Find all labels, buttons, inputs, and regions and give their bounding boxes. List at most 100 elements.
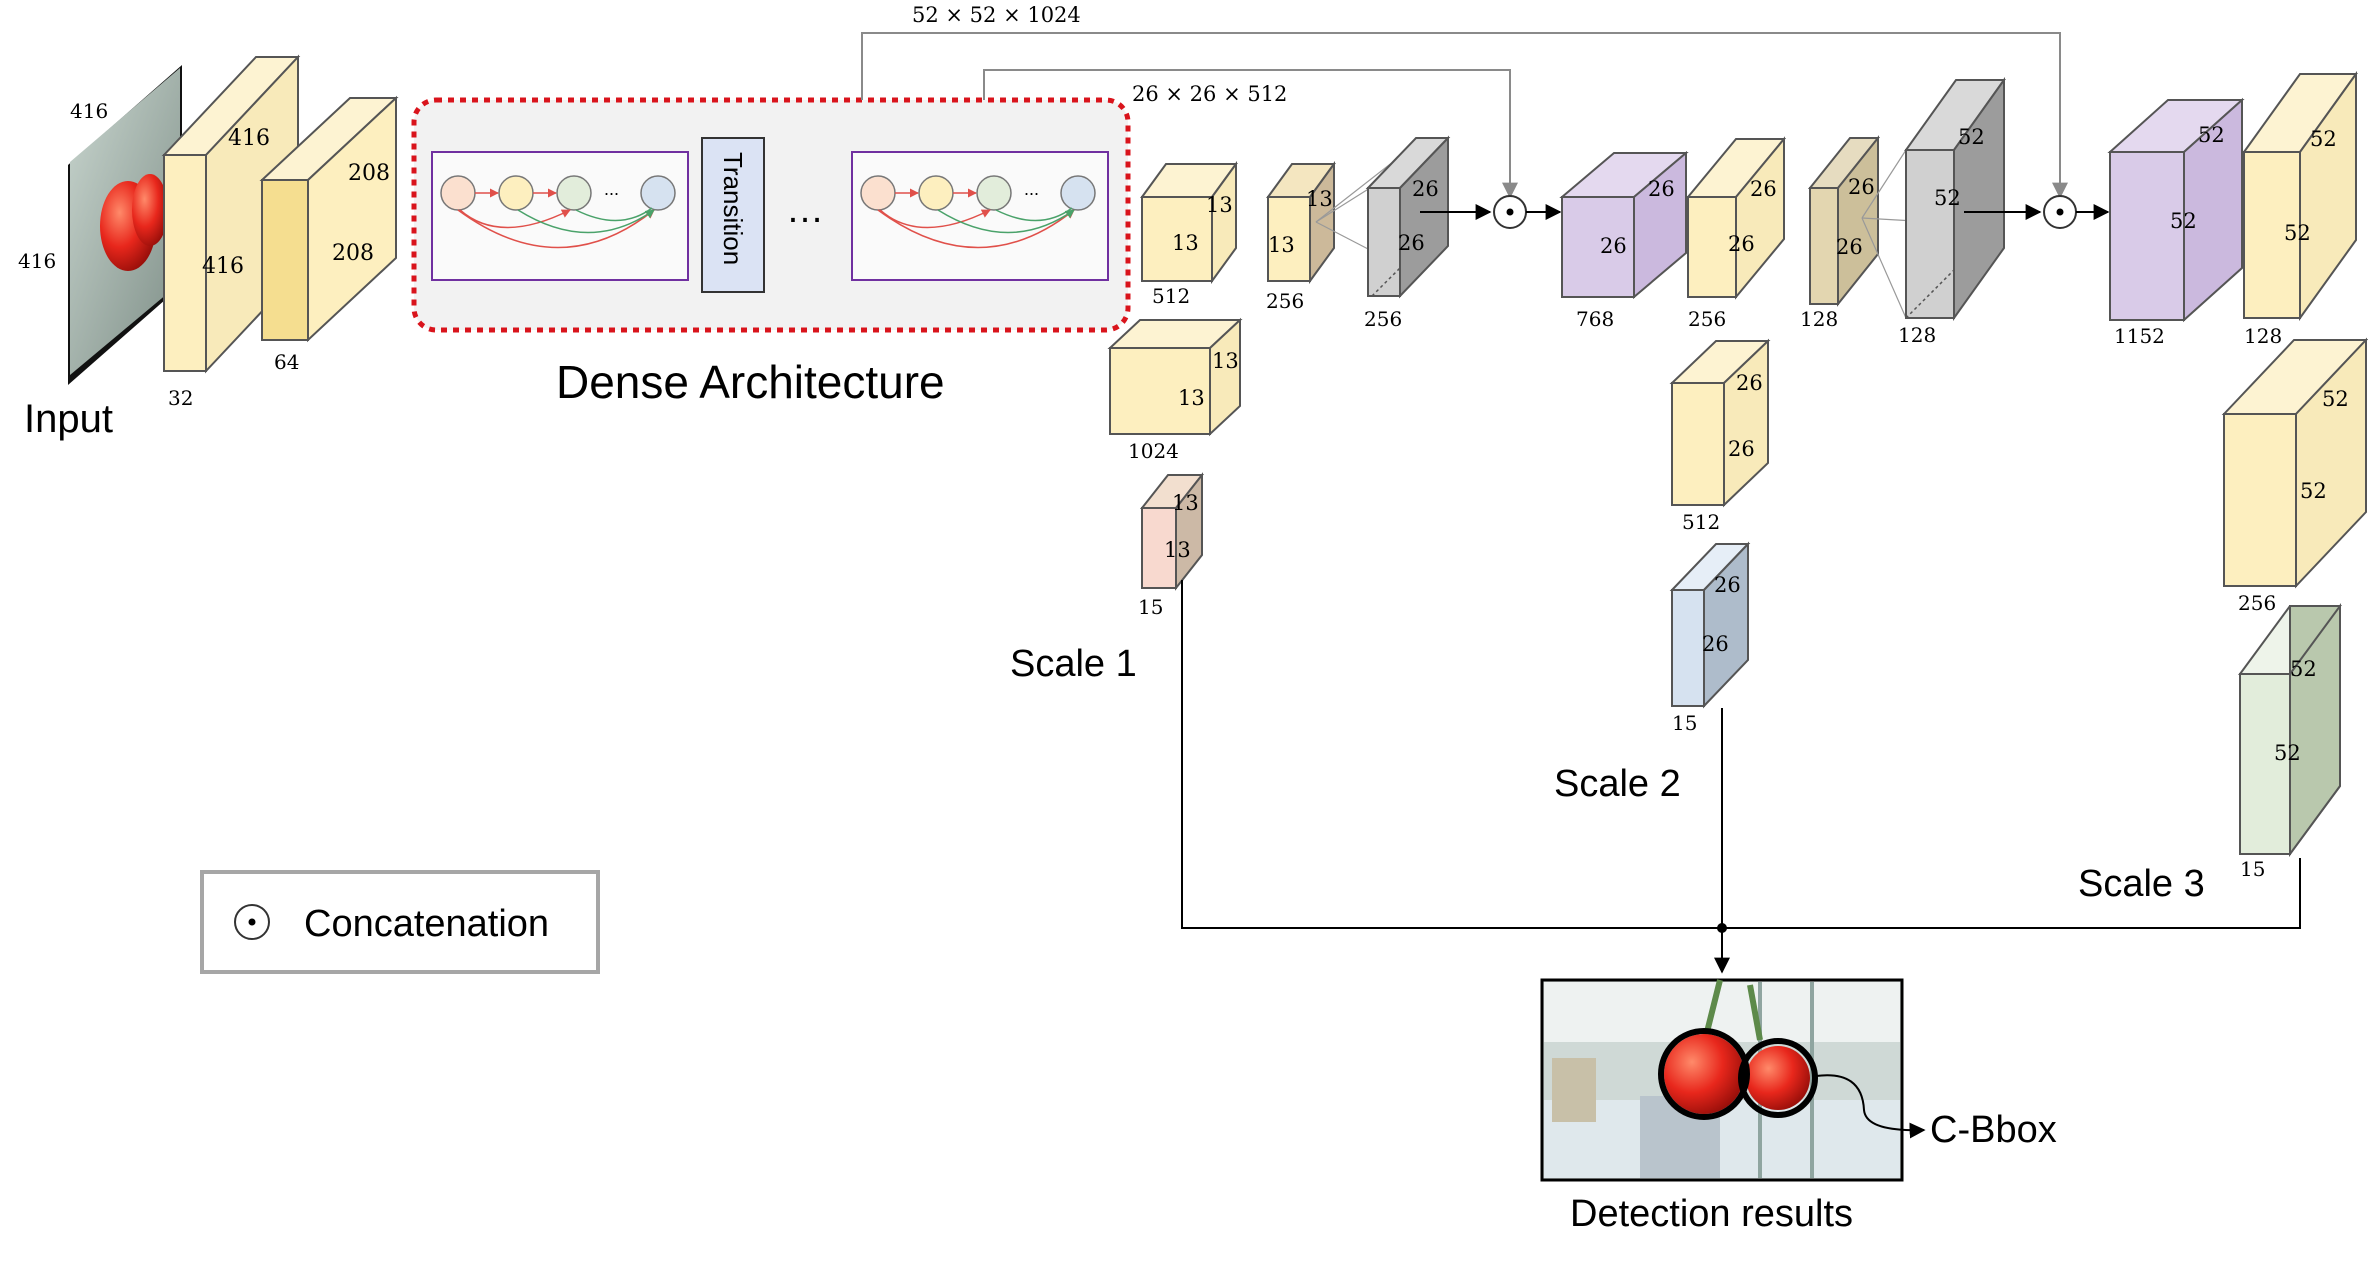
- scale3-256-size-top: 52: [2322, 387, 2349, 411]
- scale3-128-size-top: 52: [2310, 127, 2337, 151]
- scale3-15-size-top: 52: [2290, 657, 2317, 681]
- scale3-block-128: [2242, 70, 2358, 322]
- scale1-512-size-top: 13: [1206, 193, 1233, 217]
- conv1-size-top: 416: [228, 126, 270, 151]
- legend-box: Concatenation: [200, 870, 600, 974]
- scale1-1024-size-side: 13: [1178, 386, 1205, 410]
- scale3-1152-channels: 1152: [2114, 324, 2165, 348]
- scale2-branch-128-size-top: 26: [1848, 175, 1875, 199]
- scale2-256-size-top: 26: [1750, 177, 1777, 201]
- scale3-128-size-side: 52: [2284, 221, 2311, 245]
- scale2-label: Scale 2: [1554, 763, 1681, 805]
- skip-connection-52: [861, 32, 2068, 199]
- scale2-256-channels: 256: [1688, 307, 1726, 331]
- scale1-upsample-size-side: 26: [1398, 231, 1425, 255]
- scale1-512-channels: 512: [1152, 284, 1190, 308]
- conv2-size-top: 208: [348, 161, 390, 186]
- bbox-circle-2: [1738, 1038, 1818, 1118]
- scale1-branch-256-channels: 256: [1266, 289, 1304, 313]
- scale1-512-size-side: 13: [1172, 231, 1199, 255]
- input-height-dim: 416: [70, 99, 108, 123]
- scale3-output-block: [2238, 602, 2342, 858]
- concat-node-2: [2043, 195, 2077, 229]
- scale2-512-size-side: 26: [1728, 437, 1755, 461]
- scale1-branch-256-size-side: 13: [1268, 233, 1295, 257]
- scale1-1024-size-top: 13: [1212, 349, 1239, 373]
- scale1-branch-256-size-top: 13: [1306, 187, 1333, 211]
- scale3-15-size-side: 52: [2274, 741, 2301, 765]
- scale2-512-size-top: 26: [1736, 371, 1763, 395]
- scale2-15-size-top: 26: [1714, 573, 1741, 597]
- scale1-branch-block-256: [1266, 160, 1336, 285]
- conv2-size-side: 208: [332, 241, 374, 266]
- scale3-1152-size-top: 52: [2198, 123, 2225, 147]
- scale1-block-512: [1140, 160, 1238, 285]
- skip-mid-label: 26 × 26 × 512: [1132, 82, 1287, 106]
- scale2-512-channels: 512: [1682, 510, 1720, 534]
- dense-architecture-title: Dense Architecture: [556, 356, 945, 408]
- conv1-size-side: 416: [202, 254, 244, 279]
- scale2-upsample-size-side: 52: [1934, 186, 1961, 210]
- scale1-1024-channels: 1024: [1128, 439, 1179, 463]
- scale3-256-channels: 256: [2238, 591, 2276, 615]
- bbox-arrow: [1815, 1074, 1926, 1139]
- scale3-256-size-side: 52: [2300, 479, 2327, 503]
- skip-top-label: 52 × 52 × 1024: [912, 3, 1081, 27]
- transition-layer: Transition: [701, 137, 765, 293]
- transition-label: Transition: [718, 152, 748, 265]
- scale1-upsample-channels: 256: [1364, 307, 1402, 331]
- detection-result-image: [1540, 978, 1904, 1182]
- scale2-branch-block-128: [1807, 135, 1881, 307]
- scale2-block-512: [1669, 338, 1771, 508]
- scale2-15-channels: 15: [1672, 711, 1697, 735]
- input-label: Input: [24, 397, 113, 441]
- conv1-channels: 32: [168, 386, 193, 410]
- dense-block-2: ...: [851, 151, 1109, 281]
- dense-block-1: ...: [431, 151, 689, 281]
- detection-caption: Detection results: [1570, 1193, 1853, 1235]
- dense-block-1-ellipsis: ...: [604, 179, 619, 199]
- scale2-256-size-side: 26: [1728, 232, 1755, 256]
- scale1-15-size-side: 13: [1164, 538, 1191, 562]
- scale3-label: Scale 3: [2078, 863, 2205, 905]
- scale1-15-size-top: 13: [1172, 491, 1199, 515]
- scale1-upsample-lines: [1315, 157, 1399, 251]
- dense-block-2-ellipsis: ...: [1024, 179, 1039, 199]
- scale2-upsample-block-128: [1904, 76, 2006, 322]
- conv2-block: [259, 95, 399, 343]
- scale1-15-channels: 15: [1138, 595, 1163, 619]
- input-width-dim: 416: [18, 249, 56, 273]
- dense-architecture-box: ... Transition … ...: [411, 97, 1131, 333]
- conv2-channels: 64: [274, 350, 299, 374]
- scale3-15-channels: 15: [2240, 857, 2265, 881]
- output-collector-lines: [1181, 580, 2301, 974]
- scale1-label: Scale 1: [1010, 643, 1137, 685]
- bbox-label: C-Bbox: [1930, 1109, 2057, 1151]
- scale3-128-channels: 128: [2244, 324, 2282, 348]
- skip-connection-26: [983, 69, 1518, 199]
- scale2-768-size-top: 26: [1648, 177, 1675, 201]
- scale3-concat-block-1152: [2107, 97, 2245, 323]
- scale1-output-block: [1139, 472, 1205, 591]
- scale3-block-256: [2221, 337, 2368, 589]
- scale2-output-block: [1669, 541, 1751, 709]
- scale1-upsample-block-256: [1365, 135, 1451, 299]
- scale2-block-256: [1685, 136, 1787, 300]
- legend-label: Concatenation: [304, 903, 549, 945]
- input-image: [68, 65, 182, 385]
- scale2-branch-128-channels: 128: [1800, 307, 1838, 331]
- scale1-upsample-size-top: 26: [1412, 177, 1439, 201]
- scale2-15-size-side: 26: [1702, 632, 1729, 656]
- scale2-768-channels: 768: [1576, 307, 1614, 331]
- scale2-branch-128-size-side: 26: [1836, 235, 1863, 259]
- scale2-768-size-side: 26: [1600, 234, 1627, 258]
- scale2-upsample-channels: 128: [1898, 323, 1936, 347]
- bbox-circle-1: [1658, 1028, 1750, 1120]
- dense-ellipsis: …: [786, 189, 824, 231]
- scale1-block-1024: [1107, 317, 1243, 437]
- concat-node-1: [1493, 195, 1527, 229]
- scale2-concat-block-768: [1559, 150, 1689, 300]
- scale2-upsample-size-top: 52: [1958, 125, 1985, 149]
